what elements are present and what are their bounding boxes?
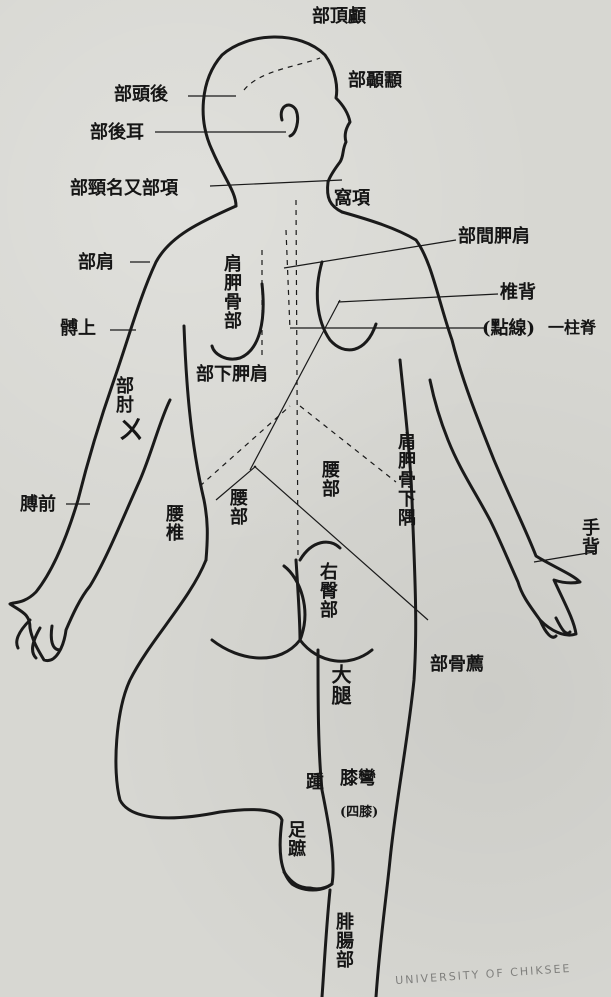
buttock-left — [212, 566, 305, 658]
lumbar-dashed-left — [200, 406, 290, 486]
label-thigh: 大腿 — [330, 664, 350, 706]
label-infrascapular: 部下胛肩 — [196, 366, 268, 384]
scapula-diagonal — [250, 300, 340, 470]
label-temple: 部顳顬 — [348, 72, 402, 90]
label-hand-back: 手背 — [580, 518, 598, 556]
elbow-cross-mark: ㄨ — [118, 418, 144, 444]
label-lumbar-left: 腰部 — [228, 488, 246, 526]
label-calf: 腓腸部 — [334, 912, 352, 969]
head-outline — [203, 37, 350, 182]
label-behind-ear: 部後耳 — [90, 124, 144, 142]
lumbar-dashed-right — [300, 406, 396, 482]
label-upper-arm: 髆上 — [60, 320, 96, 338]
label-interscapular: 部間胛肩 — [458, 228, 530, 246]
label-buttock: 右臀部 — [318, 562, 336, 619]
label-lumbar-vert: 腰椎 — [164, 504, 182, 542]
label-back-spine: 椎背 — [500, 284, 536, 302]
buttock-right — [300, 640, 372, 661]
label-popliteal-note: (四膝) — [340, 806, 378, 819]
label-foot-sole: 足蹠 — [286, 820, 304, 858]
label-spine-dotted: (點線) — [482, 320, 535, 338]
neck-left — [212, 150, 236, 206]
foot-toes — [284, 872, 332, 889]
label-spine-column: 一柱脊 — [548, 320, 596, 336]
left-torso-side — [184, 326, 207, 560]
gluteal-cleft — [296, 560, 300, 640]
right-buttock-upper — [300, 542, 340, 560]
label-scapula: 肩胛骨部 — [222, 254, 240, 330]
label-crown: 部頂顱 — [312, 8, 366, 26]
leader-back-spine — [338, 294, 498, 302]
label-lumbar-right: 腰部 — [320, 460, 338, 498]
label-scapular-angle: 肩胛骨下隅 — [396, 432, 414, 527]
ear-outline — [281, 105, 297, 136]
right-shoulder-arm — [342, 212, 580, 635]
right-scapula — [317, 262, 376, 350]
label-nape-fossa: 窩項 — [334, 190, 370, 208]
label-popliteal: 膝彎 — [340, 770, 376, 788]
crown-dashed — [244, 58, 320, 90]
inner-right-leg — [322, 890, 330, 997]
label-elbow: 部肘 — [114, 376, 132, 414]
label-occiput: 部頭後 — [114, 86, 168, 104]
label-shoulder: 部肩 — [78, 254, 114, 272]
label-heel: 踵 — [306, 774, 324, 792]
label-forearm: 膊前 — [20, 496, 56, 514]
label-neck-back: 部頸名又部項 — [70, 180, 178, 198]
leader-interscapular — [284, 240, 456, 268]
scapula-dashed-right — [286, 230, 290, 330]
label-sacrum: 部骨薦 — [430, 656, 484, 674]
